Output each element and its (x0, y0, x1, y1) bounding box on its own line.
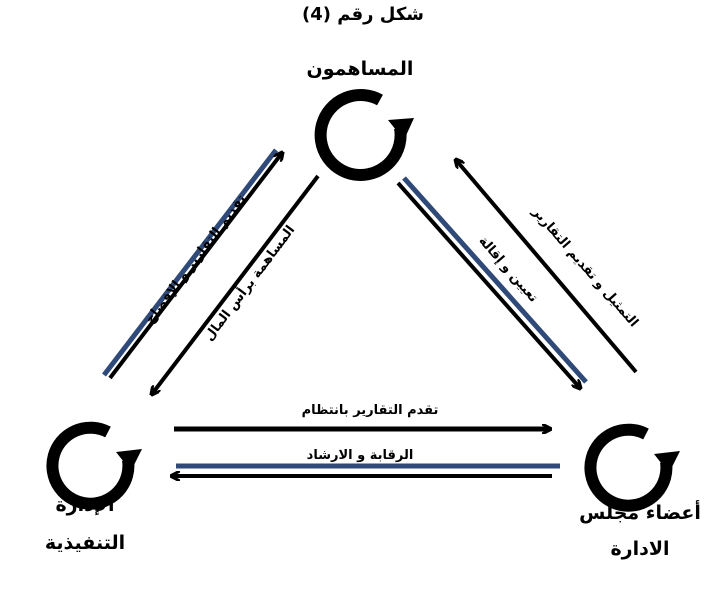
node-label-management-line1: الإدارة (55, 494, 115, 516)
figure-title: شكل رقم (4) (301, 4, 424, 25)
management-node-icon (46, 421, 142, 510)
node-label-management-line2: التنفيذية (44, 532, 126, 554)
arrow-board-to-shareholders (456, 160, 638, 374)
arrow-shareholders-to-mgmt (152, 174, 320, 394)
node-label-board-line2: الادارة (610, 538, 670, 560)
shareholders-node-icon (314, 89, 414, 181)
board-node-icon (584, 423, 680, 512)
node-label-board-line1: أعضاء مجلس (579, 502, 701, 524)
edge-label-board-to-mgmt: الرقابة و الارشاد (306, 448, 414, 463)
arrow-shareholders-to-board (396, 176, 588, 388)
node-label-shareholders: المساهمون (306, 58, 414, 80)
edge-label-mgmt-to-board: تقدم التقارير بانتظام (301, 403, 439, 418)
arrow-board-to-mgmt (172, 463, 560, 476)
arrow-mgmt-to-shareholders (102, 148, 282, 380)
